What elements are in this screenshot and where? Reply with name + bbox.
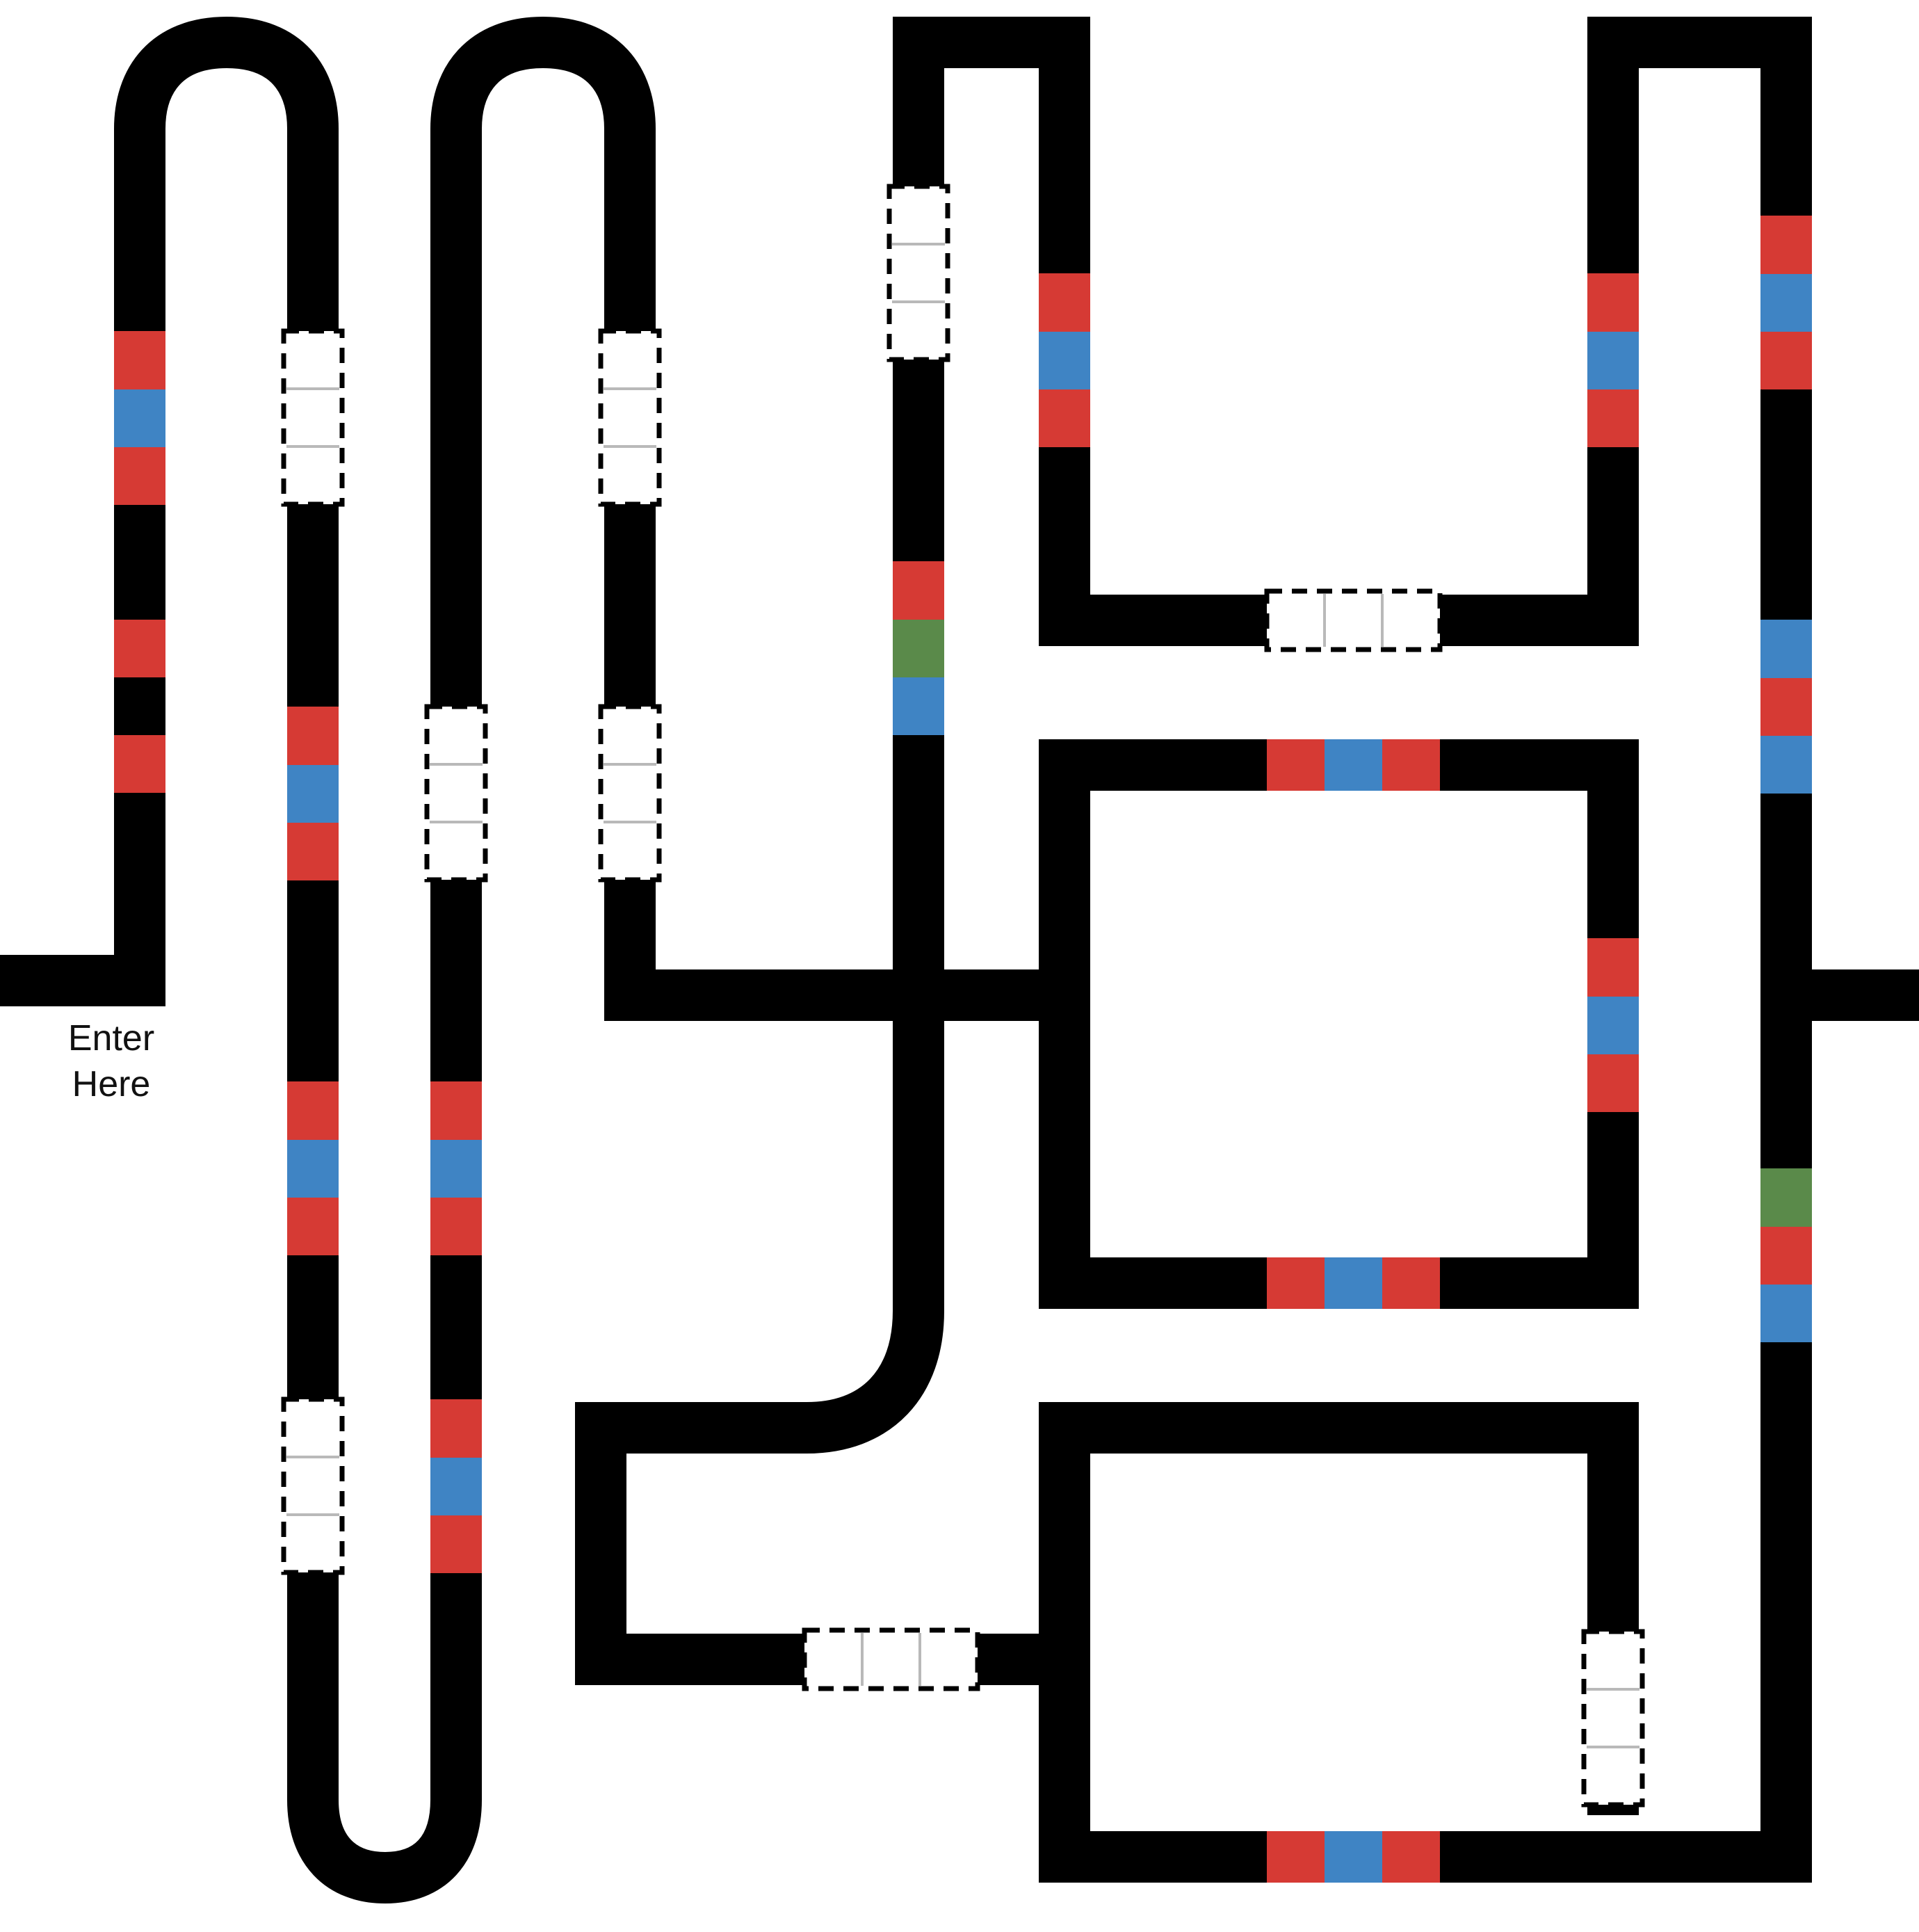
marker-blue (1325, 1257, 1382, 1309)
marker-red (430, 1081, 482, 1140)
enter-label-line2: Here (72, 1064, 151, 1104)
marker-blue (1325, 739, 1382, 791)
marker-blue (1325, 1831, 1382, 1883)
marker-blue (1039, 332, 1090, 389)
gate-horizontal (1264, 588, 1443, 652)
marker-blue (430, 1458, 482, 1515)
marker-red (114, 447, 165, 505)
marker-red (1382, 1831, 1440, 1883)
marker-blue (1760, 736, 1812, 794)
marker-blue (1587, 997, 1639, 1054)
marker-red (1382, 1257, 1440, 1309)
gate-vertical (1581, 1629, 1645, 1808)
marker-red (287, 1081, 339, 1140)
marker-red (1267, 1831, 1325, 1883)
marker-red (287, 1198, 339, 1255)
marker-red (287, 707, 339, 765)
gate-vertical (424, 704, 488, 883)
marker-green (1760, 1168, 1812, 1227)
gate-vertical (598, 328, 662, 507)
marker-red (1760, 678, 1812, 736)
marker-red (114, 735, 165, 793)
gates (281, 184, 1645, 1808)
track-lines (0, 16, 1919, 1904)
marker-blue (1760, 620, 1812, 678)
marker-red (1760, 1227, 1812, 1285)
marker-red (287, 823, 339, 880)
marker-blue (287, 765, 339, 823)
serpentine-track (0, 16, 1039, 1904)
gate-vertical (598, 704, 662, 883)
marker-blue (287, 1140, 339, 1198)
marker-red (1267, 739, 1325, 791)
marker-blue (114, 389, 165, 447)
marker-red (114, 331, 165, 389)
marker-red (114, 620, 165, 677)
marker-blue (1760, 274, 1812, 332)
gate-horizontal (802, 1627, 980, 1691)
markers (114, 216, 1812, 1883)
marker-red (430, 1515, 482, 1573)
marker-red (1587, 1054, 1639, 1112)
marker-red (1760, 332, 1812, 389)
marker-red (1587, 273, 1639, 332)
marker-blue (1587, 332, 1639, 389)
marker-blue (430, 1140, 482, 1198)
top-center-loop (893, 17, 1812, 1883)
marker-red (1039, 273, 1090, 332)
gate-vertical (281, 1396, 345, 1575)
marker-green (893, 620, 944, 677)
enter-label-line1: Enter (67, 1018, 155, 1058)
marker-red (1039, 389, 1090, 447)
gate-vertical (281, 328, 345, 507)
marker-red (1587, 389, 1639, 447)
marker-blue (1760, 1285, 1812, 1342)
marker-red (430, 1198, 482, 1255)
marker-blue (893, 677, 944, 735)
marker-red (1382, 739, 1440, 791)
marker-red (1267, 1257, 1325, 1309)
marker-red (1587, 938, 1639, 997)
marker-red (1760, 216, 1812, 274)
marker-red (893, 561, 944, 620)
enter-here-label: Enter Here (35, 1015, 188, 1107)
gate-vertical (886, 184, 950, 362)
marker-red (430, 1399, 482, 1458)
center-vertical-track (575, 995, 1039, 1685)
